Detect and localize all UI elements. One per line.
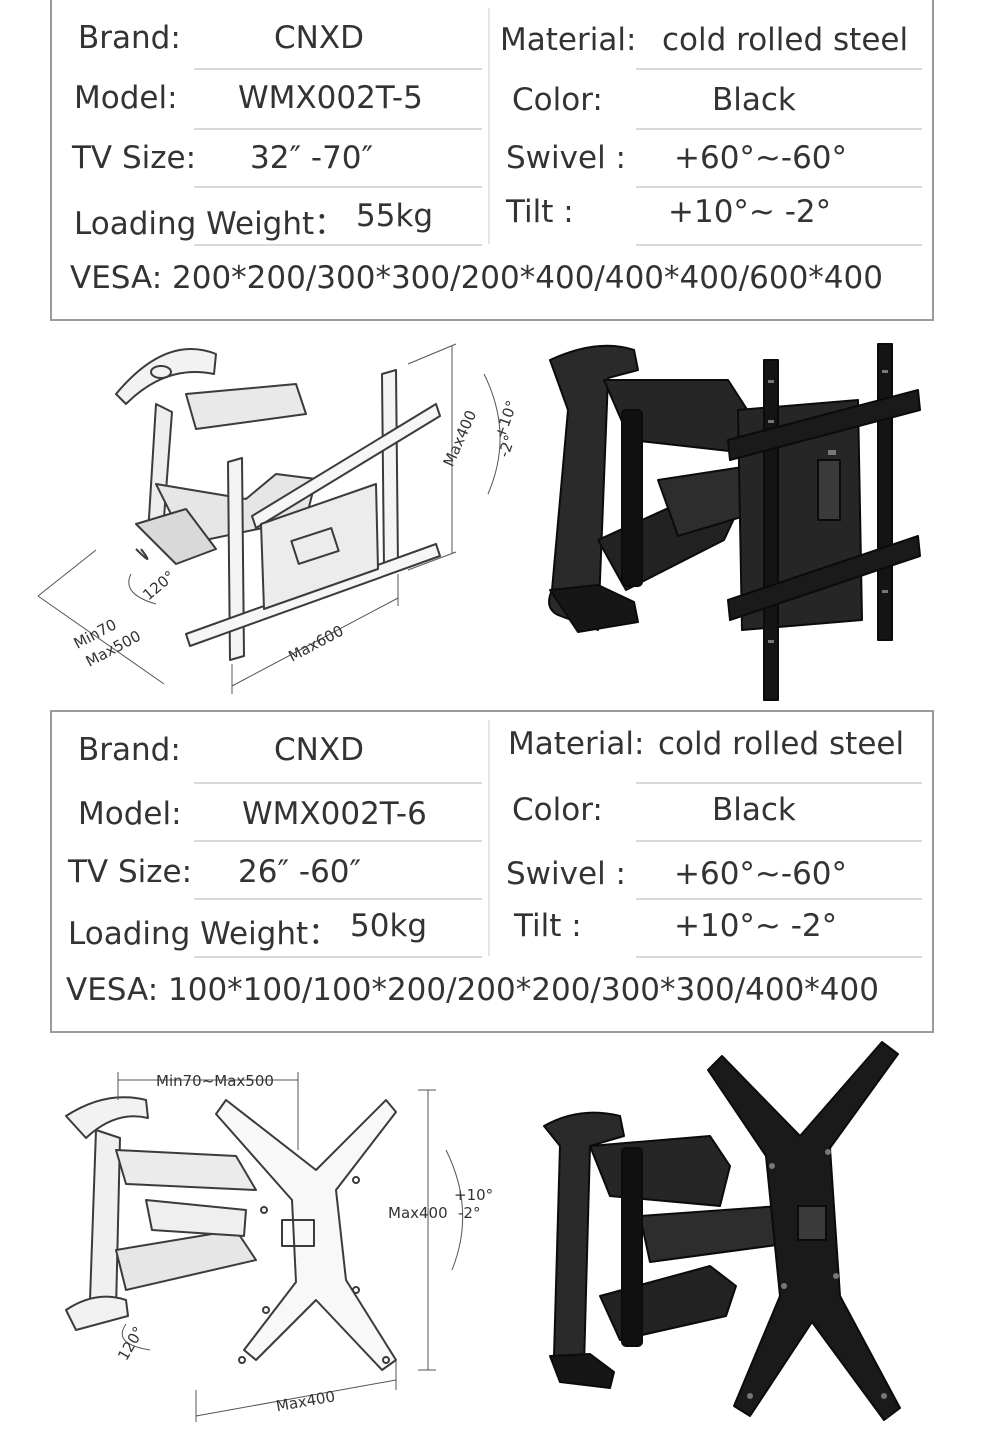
mount-diagram-wmx002t-6: Min70~Max500 Max400 Max400 +10° -2° 120° (65, 1072, 493, 1422)
color-value: Black (712, 792, 796, 828)
mount-photo-wmx002t-5 (548, 343, 921, 701)
loading-weight-value: 55kg (356, 198, 434, 234)
model-label: Model: (78, 796, 182, 832)
tilt-label: Tilt : (514, 908, 582, 944)
extension-label: Min70~Max500 (156, 1072, 274, 1090)
model-value: WMX002T-5 (238, 80, 423, 116)
tilt-down-label: -2° (458, 1204, 480, 1222)
row-divider (636, 898, 922, 900)
brand-label: Brand: (78, 732, 181, 768)
swivel-value: +60°~-60° (674, 140, 848, 176)
row-divider (194, 128, 482, 130)
swivel-label: 120° (139, 567, 178, 604)
swivel-label: Swivel : (506, 140, 626, 176)
mount-photo-wmx002t-6 (543, 1041, 901, 1421)
vesa-compatibility: VESA: 200*200/300*300/200*400/400*400/60… (70, 260, 883, 296)
brand-value: CNXD (274, 732, 364, 768)
tilt-value: +10°~ -2° (674, 908, 838, 944)
spec-table-wmx002t-6: Brand: CNXD Model: WMX002T-6 TV Size: 26… (50, 710, 934, 1033)
material-value: cold rolled steel (662, 22, 909, 58)
tv-size-label: TV Size: (68, 854, 193, 890)
tv-size-value: 32″ -70″ (250, 140, 374, 176)
tv-size-label: TV Size: (72, 140, 197, 176)
swivel-value: +60°~-60° (674, 856, 848, 892)
row-divider (636, 186, 922, 188)
loading-weight-label: Loading Weight： (74, 206, 346, 242)
row-divider (636, 840, 922, 842)
swivel-label: 120° (114, 1323, 148, 1363)
column-divider (488, 720, 490, 956)
swivel-label: Swivel : (506, 856, 626, 892)
tilt-value: +10°~ -2° (668, 194, 832, 230)
row-divider (636, 128, 922, 130)
max-height-label: Max400 (388, 1204, 448, 1222)
color-label: Color: (512, 82, 603, 118)
mount-diagram-wmx002t-5: Max400 Max600 +10° -2° 120° Min70 Max500 (37, 343, 521, 694)
row-divider (194, 68, 482, 70)
color-value: Black (712, 82, 796, 118)
row-divider (194, 244, 482, 246)
row-divider (636, 782, 922, 784)
row-divider (636, 244, 922, 246)
material-label: Material: (500, 22, 637, 58)
model-label: Model: (74, 80, 178, 116)
loading-weight-label: Loading Weight： (68, 916, 340, 952)
brand-value: CNXD (274, 20, 364, 56)
loading-weight-value: 50kg (350, 908, 428, 944)
row-divider (194, 956, 482, 958)
tilt-up-label: +10° (454, 1186, 493, 1204)
max-width-label: Max600 (285, 622, 346, 666)
column-divider (488, 8, 490, 244)
color-label: Color: (512, 792, 603, 828)
model-value: WMX002T-6 (242, 796, 427, 832)
row-divider (194, 186, 482, 188)
row-divider (194, 782, 482, 784)
material-value: cold rolled steel (658, 726, 905, 762)
row-divider (636, 68, 922, 70)
max-height-label: Max400 (440, 407, 481, 469)
spec-table-wmx002t-5: Brand: CNXD Model: WMX002T-5 TV Size: 32… (50, 0, 934, 321)
row-divider (194, 840, 482, 842)
vesa-compatibility: VESA: 100*100/100*200/200*200/300*300/40… (66, 972, 879, 1008)
row-divider (636, 956, 922, 958)
tv-size-value: 26″ -60″ (238, 854, 362, 890)
material-label: Material: (508, 726, 645, 762)
brand-label: Brand: (78, 20, 181, 56)
row-divider (194, 898, 482, 900)
max-width-label: Max400 (275, 1387, 337, 1415)
tilt-label: Tilt : (506, 194, 574, 230)
